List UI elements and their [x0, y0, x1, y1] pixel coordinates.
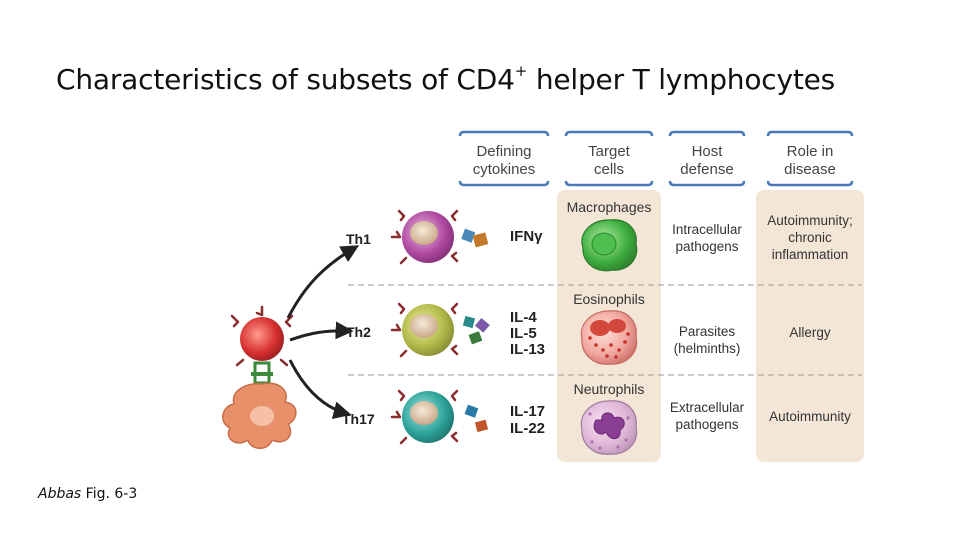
- header-cytokines: Defining cytokines: [458, 130, 550, 187]
- antigen-presenting-cell: [222, 382, 297, 449]
- th2-cell: [390, 302, 459, 358]
- header-line2: cytokines: [473, 161, 536, 178]
- defense-line1: Extracellular: [670, 400, 745, 415]
- macrophage-icon: [581, 219, 638, 272]
- cytokine-label: IL-4: [510, 309, 537, 326]
- header-line1: Defining: [476, 143, 531, 160]
- header-line2: disease: [784, 161, 836, 178]
- target-cell-label: Neutrophils: [574, 381, 645, 397]
- figure-caption: Abbas Fig. 6-3: [38, 486, 138, 502]
- header-host-defense: Host defense: [668, 130, 746, 187]
- eosinophil-icon: [580, 310, 638, 365]
- target-cell-label: Macrophages: [567, 199, 652, 215]
- arrow-to-th2: [289, 321, 354, 342]
- defense-line2: pathogens: [675, 417, 738, 432]
- disease-line1: Allergy: [789, 325, 831, 340]
- defense-line1: Intracellular: [672, 222, 742, 237]
- th1-cell: [390, 209, 459, 265]
- row-th2: Th2 IL-4 IL-5 IL-13 Eosinophils: [346, 291, 831, 365]
- disease-line2: chronic: [788, 230, 832, 245]
- arrow-to-th17: [288, 359, 352, 420]
- defense-line2: pathogens: [675, 239, 738, 254]
- defense-line2: (helminths): [674, 341, 741, 356]
- defense-line1: Parasites: [679, 324, 736, 339]
- arrow-to-th1: [286, 245, 360, 319]
- page-title: Characteristics of subsets of CD4+ helpe…: [56, 62, 836, 96]
- header-line1: Target: [588, 143, 631, 160]
- column-headers: Defining cytokines Target cells Host def…: [458, 130, 854, 187]
- header-line2: defense: [680, 161, 733, 178]
- subset-label: Th2: [346, 324, 371, 340]
- header-role-in-disease: Role in disease: [766, 130, 854, 187]
- subset-label: Th1: [346, 231, 371, 247]
- cytokine-label: IL-17: [510, 403, 545, 420]
- subset-label: Th17: [342, 411, 375, 427]
- disease-line3: inflammation: [772, 247, 849, 262]
- header-line1: Host: [692, 143, 724, 160]
- header-line2: cells: [594, 161, 624, 178]
- naive-t-cell: [230, 305, 294, 385]
- row-th1: Th1 IFNγ Macrophages Intracellular patho…: [346, 199, 853, 272]
- header-target-cells: Target cells: [564, 130, 654, 187]
- disease-panel: [756, 190, 864, 462]
- cytokine-shapes: [462, 315, 490, 345]
- disease-line1: Autoimmunity: [769, 409, 851, 424]
- target-cell-label: Eosinophils: [573, 291, 645, 307]
- cytokine-label: IL-13: [510, 341, 545, 358]
- neutrophil-icon: [580, 400, 638, 455]
- cytokine-shapes: [461, 228, 489, 248]
- row-th17: Th17 IL-17 IL-22 Neutrophils Extracellu: [342, 381, 851, 455]
- cytokine-label: IL-5: [510, 325, 537, 342]
- cytokine-label: IFNγ: [510, 228, 543, 245]
- disease-line1: Autoimmunity;: [767, 213, 853, 228]
- cytokine-shapes: [464, 404, 489, 433]
- cytokine-label: IL-22: [510, 420, 545, 437]
- header-line1: Role in: [787, 143, 834, 160]
- th17-cell: [390, 389, 459, 445]
